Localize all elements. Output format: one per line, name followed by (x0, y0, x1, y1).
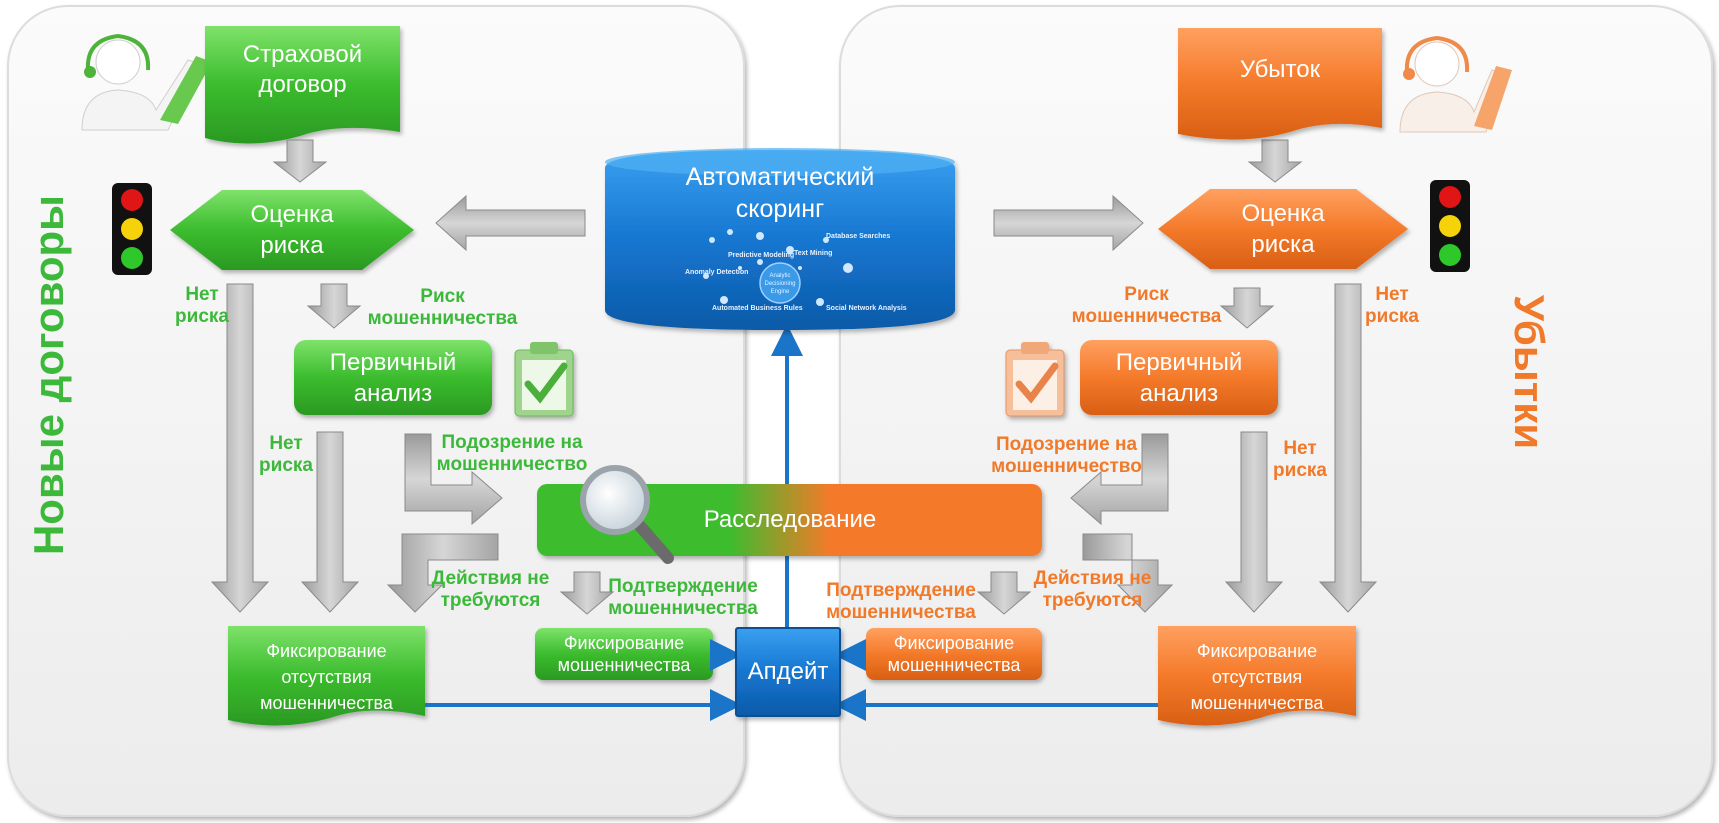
automatic-scoring-shape (605, 148, 955, 330)
analytic-engine-label: Analytic Decisioning Engine (764, 273, 796, 295)
analytics-engine-graphic: Predictive Modeling Text Mining Database… (685, 229, 907, 312)
risk-assessment-shape-left (170, 190, 414, 270)
primary-analysis-shape-right (1080, 340, 1278, 415)
fix-fraud-shape-left (535, 628, 713, 680)
flow-arrows (210, 139, 1378, 615)
loss-shape (1178, 28, 1382, 140)
update-shape (735, 627, 841, 717)
primary-analysis-label-left: Первичный анализ (329, 348, 457, 407)
fraud-confirmed-label-left: Подтверждение мошенничества (608, 576, 758, 619)
magnifier-icon (580, 465, 674, 564)
fix-no-fraud-label-right: Фиксирование отсутствия мошенничества (1190, 641, 1324, 713)
no-risk-label-left-1: Нет риска (175, 284, 229, 327)
insurance-contract-label: Страховой договор (242, 41, 363, 98)
fix-fraud-label-right: Фиксирование мошенничества (887, 633, 1021, 675)
no-risk-label-right-1: Нет риска (1365, 284, 1419, 327)
fix-no-fraud-shape-right (1158, 626, 1356, 726)
clipboard-check-icon-right (1005, 342, 1065, 417)
traffic-light-icon-right (1430, 180, 1470, 272)
engine-term-social-network-analysis: Social Network Analysis (826, 305, 907, 312)
primary-analysis-label-right: Первичный анализ (1115, 348, 1243, 407)
no-risk-label-left-2: Нет риска (259, 433, 313, 476)
loss-label: Убыток (1239, 56, 1321, 83)
fix-no-fraud-label-left: Фиксирование отсутствия мошенничества (260, 641, 393, 713)
no-action-label-right: Действия не требуются (1033, 568, 1152, 611)
fraud-confirmed-label-right: Подтверждение мошенничества (826, 580, 976, 623)
fraud-risk-label-right: Риск мошенничества (1071, 284, 1222, 327)
fix-fraud-shape-right (866, 628, 1042, 680)
engine-term-predictive-modeling: Predictive Modeling (728, 252, 794, 259)
fraud-suspicion-label-left: Подозрение на мошенничество (436, 432, 588, 475)
primary-analysis-shape-left (294, 340, 492, 415)
risk-assessment-shape-right (1158, 189, 1408, 269)
clipboard-check-icon-left (514, 342, 574, 417)
investigation-label: Расследование (703, 506, 877, 533)
losses-side-title: Убытки (1506, 294, 1553, 450)
fraud-suspicion-label-right: Подозрение на мошенничество (991, 434, 1142, 477)
no-action-label-left: Действия не требуются (431, 568, 550, 611)
fraud-risk-label-left: Риск мошенничества (367, 286, 518, 329)
engine-term-text-mining: Text Mining (794, 250, 832, 257)
traffic-light-icon-left (112, 183, 152, 275)
engine-term-database-searches: Database Searches (826, 233, 890, 240)
fix-fraud-label-left: Фиксирование мошенничества (557, 633, 691, 675)
update-label: Апдейт (747, 658, 829, 685)
automatic-scoring-label: Автоматический скоринг (685, 163, 875, 223)
right-panel (839, 5, 1713, 817)
new-contracts-side-title: Новые договоры (25, 194, 72, 556)
risk-assessment-label-right: Оценка риска (1241, 200, 1325, 258)
operator-person-icon-right (1399, 35, 1512, 133)
engine-term-anomaly-detection: Anomaly Detection (685, 269, 748, 276)
risk-assessment-label-left: Оценка риска (250, 201, 334, 259)
operator-person-icon-left (81, 33, 212, 131)
update-connectors (425, 324, 1158, 721)
investigation-shape (537, 484, 1042, 556)
no-risk-label-right-2: Нет риска (1273, 438, 1327, 481)
insurance-contract-shape (205, 26, 400, 144)
fix-no-fraud-shape-left (228, 626, 425, 726)
engine-term-automated-business-rules: Automated Business Rules (712, 305, 803, 312)
